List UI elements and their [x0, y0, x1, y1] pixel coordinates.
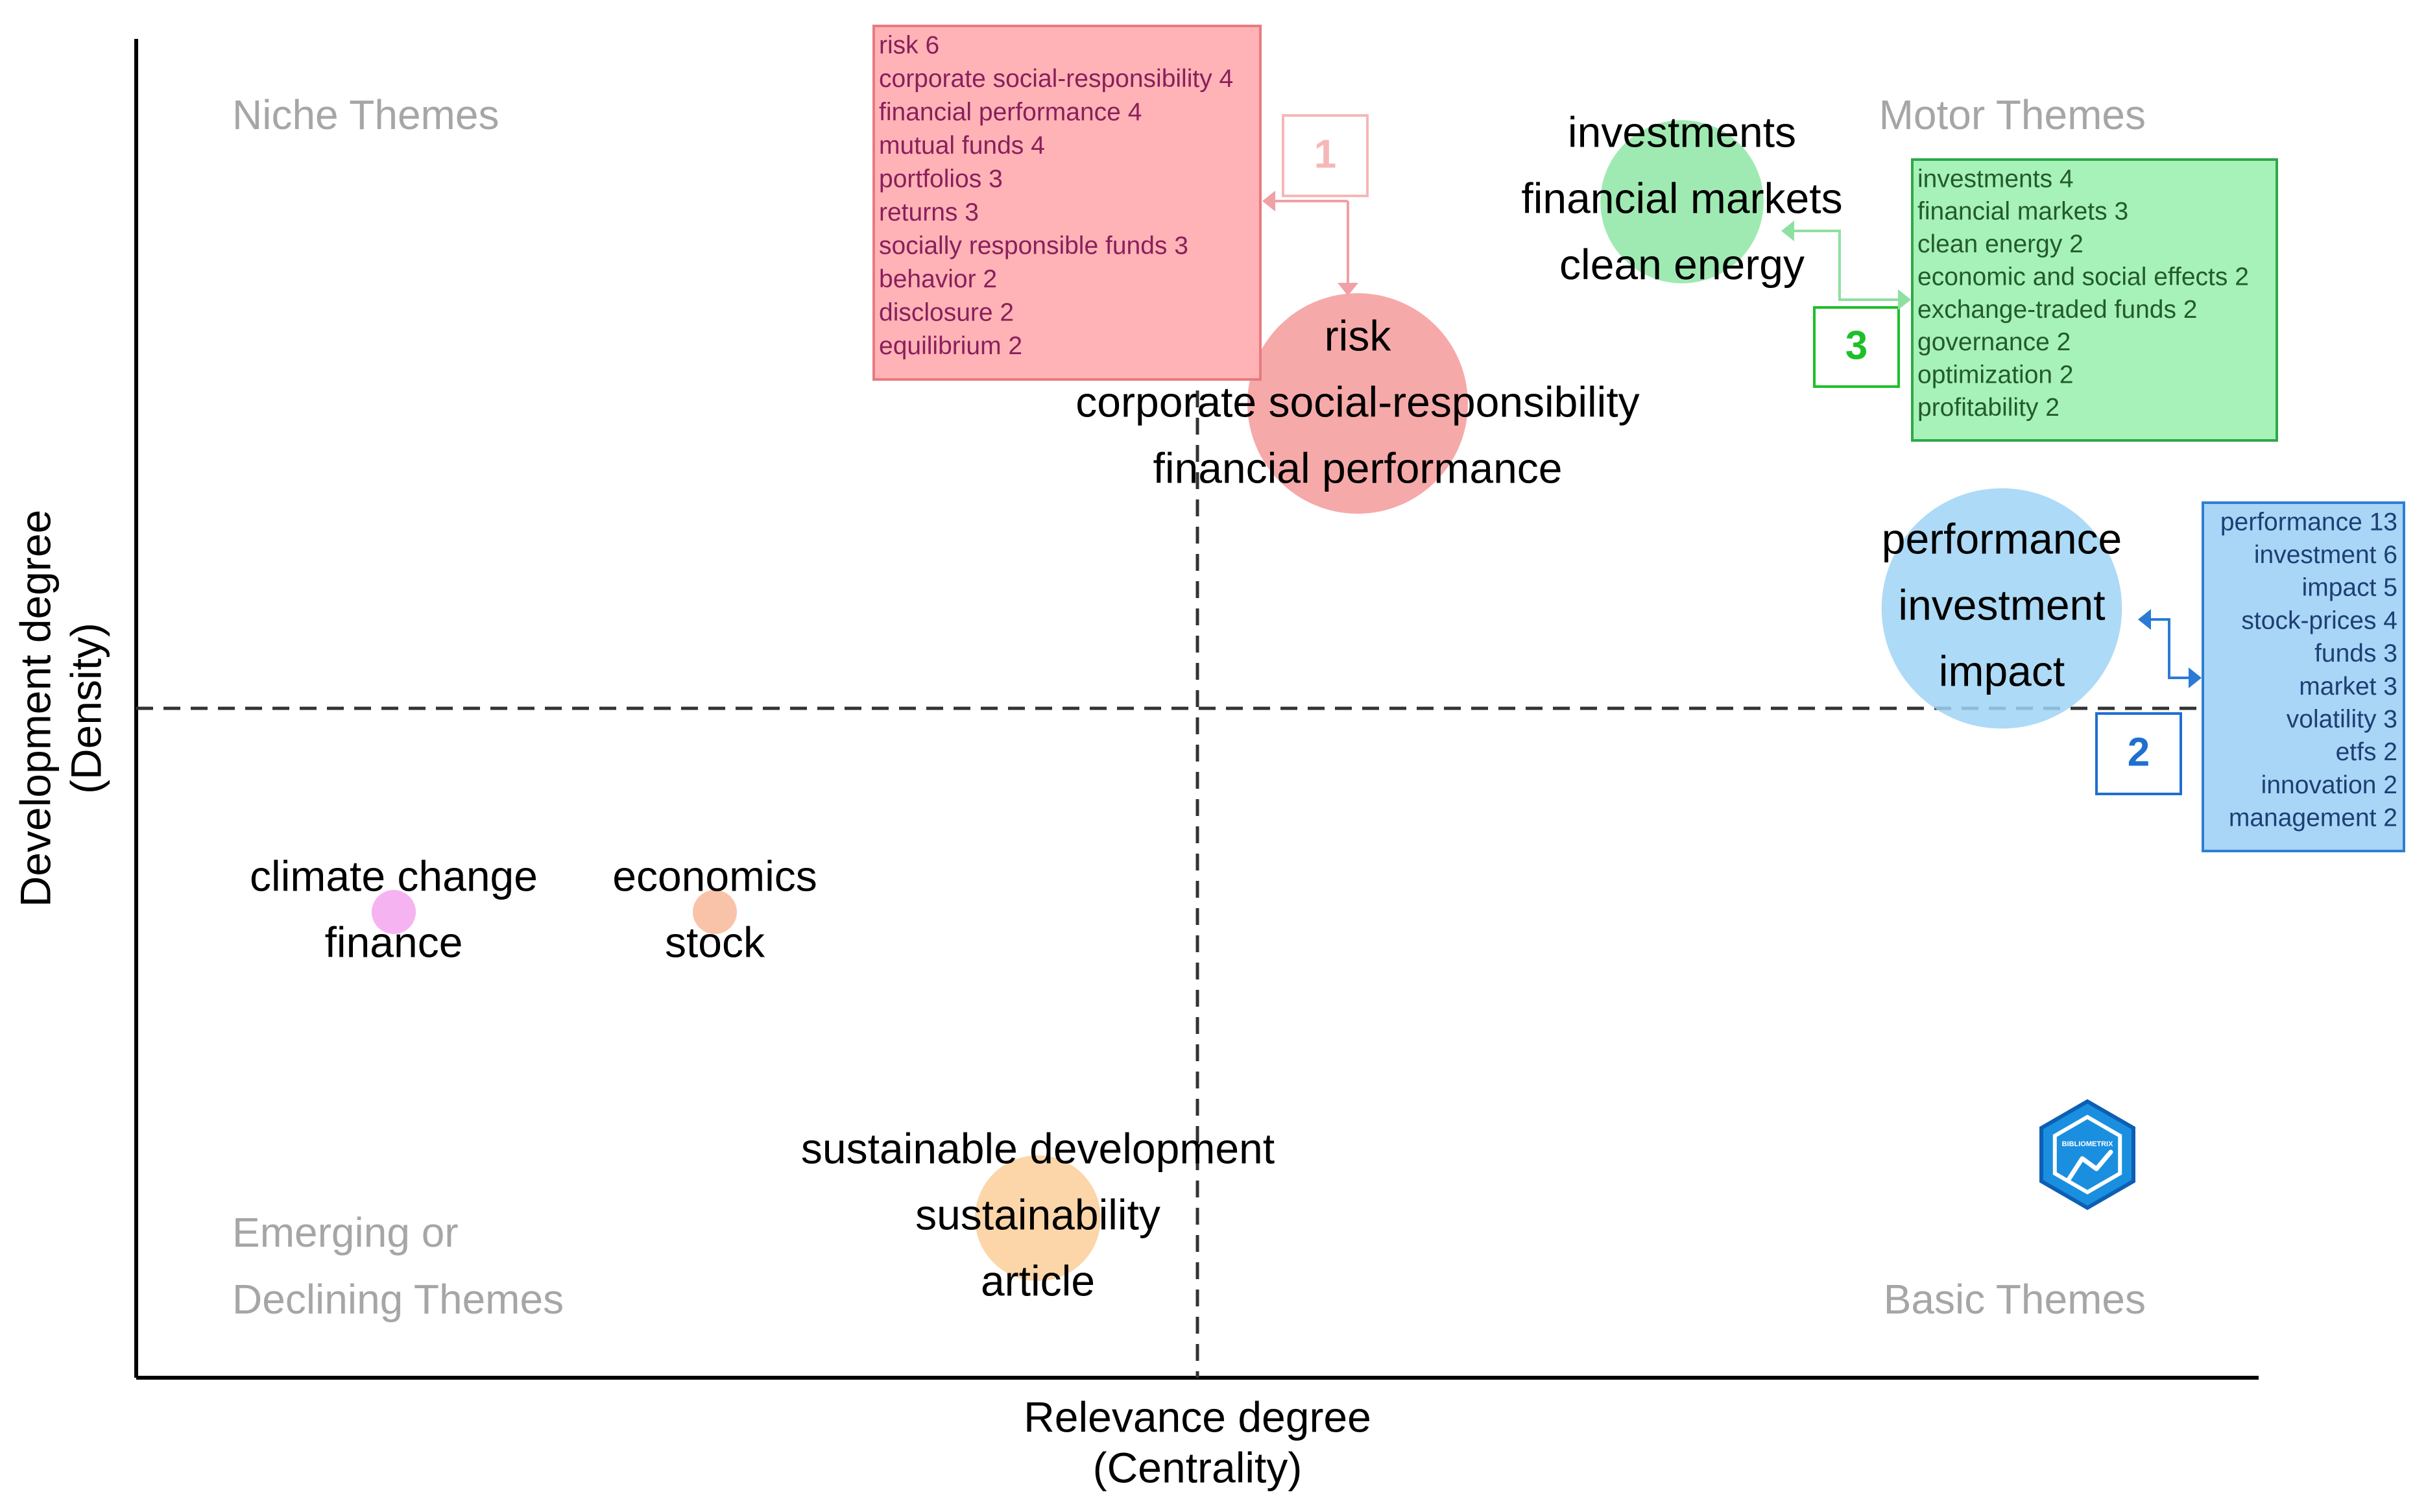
connector-arrowhead — [1262, 191, 1275, 211]
cluster-label: stock — [665, 918, 765, 966]
cluster-label: corporate social-responsibility — [1075, 378, 1639, 426]
cluster-label: sustainable development — [801, 1124, 1275, 1172]
cluster-bubble — [1881, 488, 2122, 729]
cluster-number: 3 — [1845, 323, 1868, 368]
quadrant-label-bottom-right: Basic Themes — [1884, 1276, 2146, 1323]
cluster-label: sustainability — [915, 1190, 1160, 1238]
cluster-bubble — [975, 1155, 1101, 1281]
keyword-item: corporate social-responsibility 4 — [879, 65, 1233, 93]
keyword-item: investments 4 — [1917, 165, 2074, 193]
keyword-item: portfolios 3 — [879, 165, 1003, 193]
keyword-item: volatility 3 — [2287, 705, 2397, 733]
keyword-item: profitability 2 — [1917, 394, 2060, 422]
keyword-item: exchange-traded funds 2 — [1917, 296, 2197, 324]
cluster-number-box — [1282, 114, 1369, 197]
keyword-list-box — [872, 25, 1262, 381]
keyword-item: performance 13 — [2220, 508, 2397, 536]
cluster-label: impact — [1939, 647, 2065, 695]
keyword-item: etfs 2 — [2336, 738, 2397, 766]
connector-arrowhead — [2189, 667, 2202, 688]
quadrant-label-bottom-left: Declining Themes — [232, 1276, 564, 1323]
cluster-bubble — [1247, 293, 1468, 514]
connector-arrowhead — [2138, 609, 2151, 630]
quadrant-label-bottom-left: Emerging or — [232, 1209, 459, 1256]
y-axis-title: Development degree(Density) — [11, 510, 110, 907]
keyword-item: optimization 2 — [1917, 361, 2074, 389]
cluster-label: article — [981, 1256, 1095, 1304]
x-axis-title: (Centrality) — [1093, 1443, 1303, 1491]
keyword-item: investment 6 — [2254, 541, 2397, 569]
keyword-item: disclosure 2 — [879, 298, 1014, 326]
cluster-label: risk — [1325, 311, 1392, 359]
keyword-item: behavior 2 — [879, 265, 997, 293]
connector-arrowhead — [1338, 283, 1358, 296]
cluster-label: performance — [1882, 514, 2122, 562]
cluster-bubble — [1600, 120, 1764, 283]
keyword-item: market 3 — [2299, 673, 2397, 701]
cluster-label: clean energy — [1559, 240, 1805, 288]
bibliometrix-logo-trend-mark — [2065, 1149, 2113, 1183]
cluster-label: financial performance — [1153, 444, 1563, 492]
keyword-item: funds 3 — [2314, 640, 2397, 667]
keyword-item: impact 5 — [2302, 574, 2397, 602]
y-axis-title-line: (Density) — [62, 623, 110, 794]
cluster-label: climate change — [250, 852, 538, 900]
keyword-item: financial markets 3 — [1917, 198, 2128, 226]
cluster-bubble — [372, 890, 416, 934]
cluster-label: economics — [612, 852, 817, 900]
y-axis-title-line: Development degree — [11, 510, 59, 907]
keyword-item: governance 2 — [1917, 328, 2071, 356]
bibliometrix-hexagon-logo-icon — [2039, 1099, 2135, 1210]
keyword-item: returns 3 — [879, 198, 979, 226]
cluster-label: investment — [1898, 581, 2105, 629]
cluster-number-box — [1813, 306, 1900, 388]
keyword-item: innovation 2 — [2261, 771, 2397, 799]
quadrant-label-top-right: Motor Themes — [1879, 91, 2146, 138]
cluster-number-box — [2095, 712, 2182, 795]
cluster-number: 2 — [2128, 730, 2150, 774]
keyword-item: mutual funds 4 — [879, 132, 1045, 160]
keyword-item: clean energy 2 — [1917, 230, 2084, 258]
cluster-bubble — [693, 890, 737, 934]
cluster-label: financial markets — [1521, 174, 1842, 222]
keyword-item: economic and social effects 2 — [1917, 263, 2249, 291]
keyword-item: financial performance 4 — [879, 98, 1142, 126]
connector-arrowhead — [1898, 289, 1911, 310]
quadrant-label-top-left: Niche Themes — [232, 91, 499, 138]
keyword-item: risk 6 — [879, 31, 939, 59]
cluster-number: 1 — [1314, 132, 1336, 176]
x-axis-title: Relevance degree — [1024, 1393, 1371, 1441]
bibliometrix-logo-inner-outline — [2052, 1114, 2122, 1195]
keyword-list-box — [1911, 158, 2278, 442]
bibliometrix-logo-text: BIBLIOMETRIX — [2062, 1140, 2113, 1148]
cluster-label: finance — [325, 918, 463, 966]
keyword-item: management 2 — [2229, 804, 2397, 832]
connector-arrowhead — [1781, 221, 1794, 241]
cluster-label: investments — [1568, 108, 1796, 156]
keyword-item: equilibrium 2 — [879, 332, 1022, 360]
keyword-list-box — [2202, 501, 2405, 852]
keyword-item: stock-prices 4 — [2241, 606, 2397, 634]
keyword-item: socially responsible funds 3 — [879, 232, 1188, 259]
